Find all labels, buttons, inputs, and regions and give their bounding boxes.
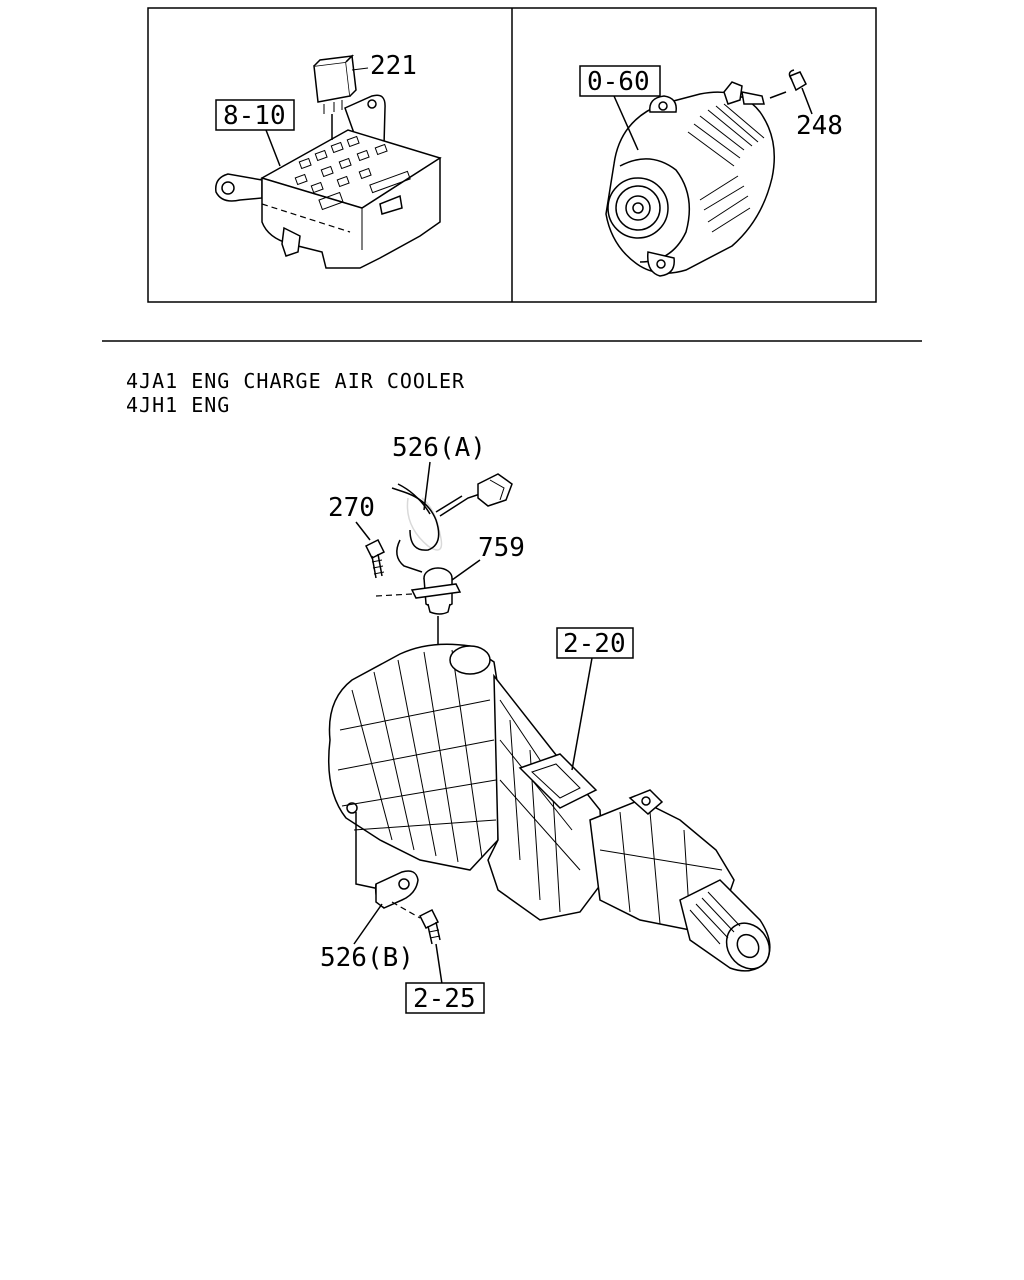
bracket-526b-illustration xyxy=(374,870,419,909)
harness-526a-illustration xyxy=(391,473,513,573)
bolt-270-illustration xyxy=(364,538,386,579)
transmission-illustration xyxy=(327,643,771,972)
callout-0-60: 0-60 xyxy=(587,67,650,97)
generator-clip-illustration xyxy=(788,69,807,92)
speed-sensor-759-illustration xyxy=(375,567,462,615)
callout-box-8-10 xyxy=(215,99,295,131)
callout-2-25: 2-25 xyxy=(413,984,476,1014)
callout-box-2-20 xyxy=(556,627,634,659)
engine-variant-line-1: 4JA1 ENG CHARGE AIR COOLER xyxy=(126,369,465,393)
callout-2-20: 2-20 xyxy=(563,629,626,659)
callout-8-10: 8-10 xyxy=(223,101,286,131)
engine-variant-line-2: 4JH1 ENG xyxy=(126,393,230,417)
callout-221: 221 xyxy=(370,51,417,81)
callout-box-2-25 xyxy=(405,982,485,1014)
callout-270: 270 xyxy=(328,493,375,523)
fuse-relay-box-illustration xyxy=(215,94,442,269)
callout-248: 248 xyxy=(796,111,843,141)
callout-box-0-60 xyxy=(579,65,661,97)
bracket-bolt-illustration xyxy=(391,901,441,945)
callout-526a: 526(A) xyxy=(392,433,486,463)
callout-526b: 526(B) xyxy=(320,943,414,973)
relay-illustration xyxy=(313,54,369,140)
generator-illustration xyxy=(605,81,787,277)
callout-759: 759 xyxy=(478,533,525,563)
